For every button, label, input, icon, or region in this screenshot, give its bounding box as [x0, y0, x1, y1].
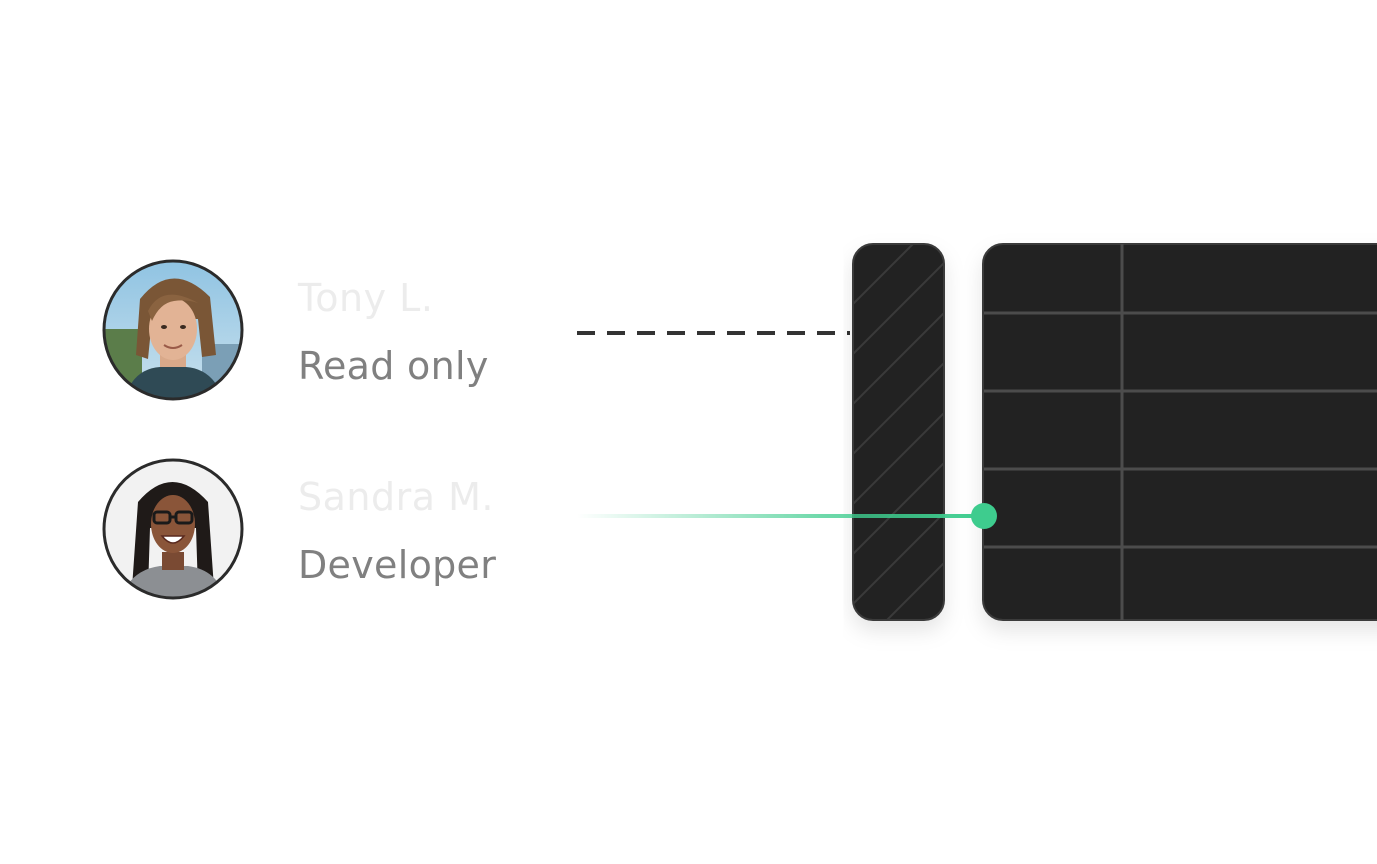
- avatar-sandra: [102, 458, 244, 600]
- restricted-column: [852, 243, 945, 621]
- user-name-sandra: Sandra M.: [298, 475, 494, 519]
- access-point-dot: [971, 503, 997, 529]
- person-photo-icon: [102, 259, 244, 401]
- user-role-developer: Developer: [298, 543, 497, 587]
- restricted-column-hatching: [853, 244, 944, 620]
- user-name-tony: Tony L.: [298, 276, 434, 320]
- person-photo-icon: [102, 458, 244, 600]
- data-table-panel: [982, 243, 1377, 621]
- user-role-read-only: Read only: [298, 344, 489, 388]
- data-table-grid: [984, 244, 1377, 620]
- avatar-tony: [102, 259, 244, 401]
